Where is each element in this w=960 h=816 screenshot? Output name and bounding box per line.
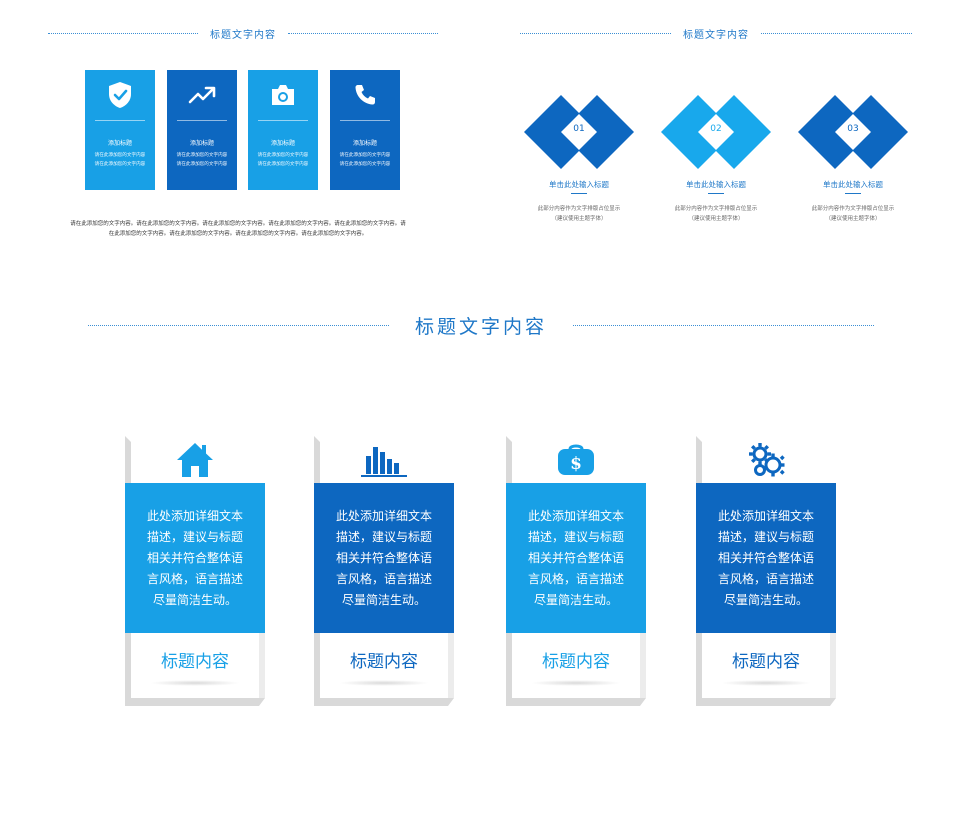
card-text-line: 请在此添加您的文字内容 [94,161,146,167]
card-divider [258,120,308,121]
dotted-rule [48,33,198,34]
dotted-rule [520,33,671,34]
card-text-line: 请在此添加您的文字内容 [176,152,228,158]
dotted-rule [88,325,389,326]
top-left-title: 标题文字内容 [210,30,276,41]
item-desc: 此部分内容作为文字排版占位显示 （建议使用主题字体） [509,204,649,224]
card-title: 标题内容 [542,652,610,671]
card-title: 标题内容 [350,652,418,671]
title-shadow [721,680,811,686]
title-shadow [531,680,621,686]
card-text-line: 请在此添加您的文字内容 [257,152,309,158]
diamond-badge-1: 01 [524,95,634,169]
desc-line: 此部分内容作为文字排版占位显示 [674,206,758,212]
card-title: 标题内容 [732,652,800,671]
card-title: 添加标题 [352,140,377,147]
card-text: 此处添加详细文本描述，建议与标题相关并符合整体语言风格，语言描述尽量简洁生动。 [146,509,243,607]
card-text-line: 请在此添加您的文字内容 [176,161,228,167]
desc-line: 此部分内容作为文字排版占位显示 [811,206,895,212]
feature-card-4: 添加标题 请在此添加您的文字内容 请在此添加您的文字内容 [330,70,400,190]
card-divider [340,120,390,121]
info-card-4: 此处添加详细文本描述，建议与标题相关并符合整体语言风格，语言描述尽量简洁生动。 … [696,436,836,706]
card-frame [506,436,646,706]
card-text-line: 请在此添加您的文字内容 [257,161,309,167]
card-frame [314,436,454,706]
dotted-rule [288,33,438,34]
top-left-title-row: 标题文字内容 [48,26,438,41]
item-title: 单击此处输入标题 [686,180,746,189]
diamond-shape [798,95,908,169]
item-desc: 此部分内容作为文字排版占位显示 （建议使用主题字体） [783,204,923,224]
card-text: 此处添加详细文本描述，建议与标题相关并符合整体语言风格，语言描述尽量简洁生动。 [527,509,624,607]
card-divider [95,120,145,121]
desc-line: （建议使用主题字体） [551,216,607,222]
card-text-box: 此处添加详细文本描述，建议与标题相关并符合整体语言风格，语言描述尽量简洁生动。 [506,483,646,633]
card-divider [177,120,227,121]
desc-line: 此部分内容作为文字排版占位显示 [537,206,621,212]
trend-up-icon [167,70,237,120]
card-text: 此处添加详细文本描述，建议与标题相关并符合整体语言风格，语言描述尽量简洁生动。 [717,509,814,607]
card-frame [125,436,265,706]
title-shadow [339,680,429,686]
card-text-line: 请在此添加您的文字内容 [94,152,146,158]
card-text-box: 此处添加详细文本描述，建议与标题相关并符合整体语言风格，语言描述尽量简洁生动。 [314,483,454,633]
middle-title-row: 标题文字内容 [88,312,875,339]
desc-line: （建议使用主题字体） [825,216,881,222]
card-title: 添加标题 [107,140,132,147]
camera-icon [248,70,318,120]
card-text-box: 此处添加详细文本描述，建议与标题相关并符合整体语言风格，语言描述尽量简洁生动。 [125,483,265,633]
card-title: 添加标题 [189,140,214,147]
item-rule [845,193,861,194]
card-title: 标题内容 [161,652,229,671]
feature-card-3: 添加标题 请在此添加您的文字内容 请在此添加您的文字内容 [248,70,318,190]
card-text-box: 此处添加详细文本描述，建议与标题相关并符合整体语言风格，语言描述尽量简洁生动。 [696,483,836,633]
top-right-title-row: 标题文字内容 [520,26,912,41]
top-left-paragraph: 请在此添加您的文字内容。请在此添加您的文字内容。请在此添加您的文字内容。请在此添… [70,221,406,237]
money-bag-icon: $ [506,439,646,481]
dotted-rule [761,33,912,34]
badge-number: 01 [573,124,585,134]
info-card-2: 此处添加详细文本描述，建议与标题相关并符合整体语言风格，语言描述尽量简洁生动。 … [314,436,454,706]
item-title: 单击此处输入标题 [549,180,609,189]
feature-card-1: 添加标题 请在此添加您的文字内容 请在此添加您的文字内容 [85,70,155,190]
item-desc: 此部分内容作为文字排版占位显示 （建议使用主题字体） [646,204,786,224]
badge-number: 02 [710,124,722,134]
info-card-3: $ 此处添加详细文本描述，建议与标题相关并符合整体语言风格，语言描述尽量简洁生动… [506,436,646,706]
shield-check-icon [85,70,155,120]
card-text: 此处添加详细文本描述，建议与标题相关并符合整体语言风格，语言描述尽量简洁生动。 [335,509,432,607]
phone-icon [330,70,400,120]
dotted-rule [573,325,875,326]
card-text-line: 请在此添加您的文字内容 [339,152,391,158]
diamond-badge-2: 02 [661,95,771,169]
middle-title: 标题文字内容 [415,316,548,338]
title-shadow [150,680,240,686]
card-text-line: 请在此添加您的文字内容 [339,161,391,167]
house-icon [125,439,265,481]
bar-chart-icon [314,439,454,481]
diamond-shape [661,95,771,169]
card-title: 添加标题 [270,140,295,147]
item-rule [571,193,587,194]
diamond-badge-3: 03 [798,95,908,169]
card-frame [696,436,836,706]
feature-card-2: 添加标题 请在此添加您的文字内容 请在此添加您的文字内容 [167,70,237,190]
desc-line: （建议使用主题字体） [688,216,744,222]
svg-text:$: $ [570,454,582,474]
gears-icon [696,439,836,481]
info-card-1: 此处添加详细文本描述，建议与标题相关并符合整体语言风格，语言描述尽量简洁生动。 … [125,436,265,706]
item-title: 单击此处输入标题 [823,180,883,189]
top-right-title: 标题文字内容 [683,30,749,41]
item-rule [708,193,724,194]
badge-number: 03 [847,124,859,134]
diamond-shape [524,95,634,169]
